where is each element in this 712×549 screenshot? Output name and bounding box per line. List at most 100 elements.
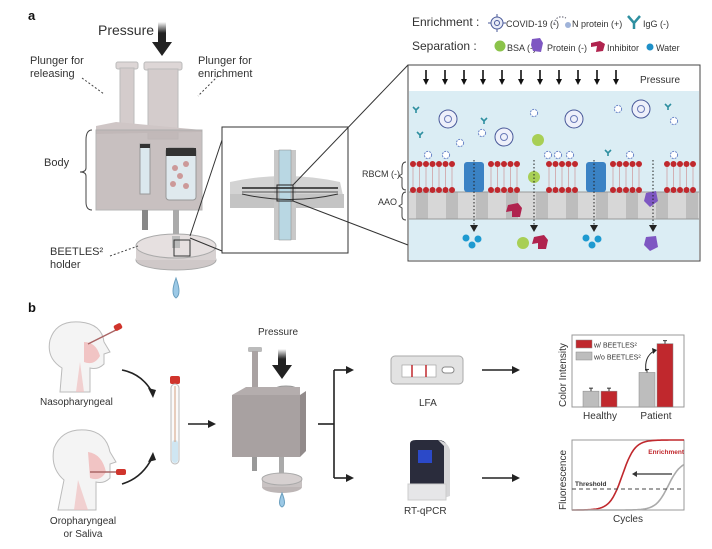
lipid-head [623, 187, 629, 193]
nasopharyngeal-label: Nasopharyngeal [40, 397, 113, 408]
lipid-head [572, 187, 578, 193]
pressure-arrow-a [152, 22, 172, 56]
protein-in-aao [644, 191, 658, 207]
covid-icon [488, 14, 506, 32]
plunger-releasing-line1: Plunger for [30, 55, 84, 67]
lipid-head [416, 161, 423, 167]
lipid-head [410, 161, 416, 167]
lipid-head [670, 187, 677, 193]
plunger-releasing-line2: releasing [30, 68, 75, 80]
channel [278, 149, 292, 241]
legend-protein: Protein (-) [547, 43, 588, 53]
igg-antibody [664, 103, 672, 110]
leader-line-releasing [81, 77, 105, 95]
pressure-arrow [575, 79, 581, 85]
lipid-head [565, 187, 572, 193]
lipid-head [501, 161, 507, 167]
lipid-head [546, 161, 552, 167]
enrichment-label: Enrichment [648, 449, 685, 456]
rbcm-label: RBCM (-) [362, 169, 400, 179]
device-a [79, 61, 219, 299]
pressure-arrow [594, 79, 600, 85]
inhibitor-in-aao [506, 203, 522, 217]
body-brace [79, 129, 93, 211]
bsa-icon [494, 40, 506, 52]
qpcr-chart-frame [571, 439, 685, 511]
pressure-arrows [423, 70, 619, 85]
leader-line-enrichment [197, 75, 219, 97]
lipid-head [565, 161, 572, 167]
pressure-arrow [499, 79, 505, 85]
igg-antibody [604, 149, 612, 156]
lfa-label: LFA [419, 398, 437, 409]
legend-covid: COVID-19 (-) [506, 19, 560, 29]
lipid-head [616, 187, 623, 193]
oropharyngeal-line1: Oropharyngeal [49, 516, 117, 527]
lipid-head [514, 161, 520, 167]
lipid-head [610, 161, 616, 167]
panel-a-letter: a [28, 8, 36, 23]
pressure-arrow [613, 79, 619, 85]
lipid-head [629, 161, 636, 167]
n-protein [669, 150, 679, 160]
inhibitor-icon [591, 41, 605, 52]
plunger-enrichment-label: Plunger for enrichment [198, 55, 252, 81]
covid-virus [438, 109, 458, 129]
igg-antibody [480, 117, 488, 124]
water-output-2 [582, 234, 602, 249]
n-protein [529, 108, 539, 118]
bar-1-1 [656, 343, 674, 408]
stem-left [142, 210, 148, 230]
covid-virus [564, 109, 584, 129]
lipid-head [664, 161, 670, 167]
bar-annotation-arrow [645, 350, 655, 372]
rtqpcr-label: RT-qPCR [404, 506, 447, 517]
enrichment-legend-title: Enrichment : [412, 15, 480, 29]
membrane-detail: Pressure [407, 64, 701, 262]
covid-virus [494, 127, 514, 147]
separation-legend-title: Separation : [412, 39, 477, 53]
pressure-arrow [518, 79, 524, 85]
pressure-arrow [423, 79, 429, 85]
channel-protein-1 [464, 162, 484, 192]
lipid-head [552, 161, 559, 167]
rtqpcr-machine [407, 440, 450, 501]
pressure-arrow [442, 79, 448, 85]
plunger-releasing-shaft [119, 67, 135, 129]
drop-icon-b [279, 491, 285, 508]
lipid-head [559, 161, 565, 167]
lipid-head [546, 187, 552, 193]
detail-braces [398, 161, 407, 221]
qpcr-chart-ylabel: Fluorescence [558, 450, 569, 510]
pressure-arrow [537, 79, 543, 85]
arrow-tube-to-device [188, 420, 216, 428]
qpcr-curve-1 [572, 463, 685, 511]
lipid-head [610, 187, 616, 193]
lipid-head [514, 187, 520, 193]
n-protein [553, 150, 563, 160]
lipid-head [559, 187, 565, 193]
tube-left [139, 143, 151, 195]
arrow-pcr-to-chart [482, 474, 520, 482]
holder-zoom-box [173, 239, 191, 257]
bar-chart-category-label: Patient [640, 411, 671, 422]
zoom-line-lower-left [189, 237, 223, 252]
bar-chart-category-label: Healthy [583, 411, 617, 422]
lipid-head [488, 187, 494, 193]
zoom-line-upper-left [189, 139, 223, 237]
bar-0-1 [638, 372, 656, 408]
n-protein [613, 104, 623, 114]
lipid-head [488, 161, 494, 167]
legend-bsa: BSA (-) [507, 43, 537, 53]
head-oropharyngeal [52, 429, 126, 511]
legend-water: Water [656, 43, 680, 53]
threshold-label: Threshold [575, 481, 606, 488]
n-protein [625, 150, 635, 160]
holder-crosssection [189, 64, 409, 254]
rbcm-layer [410, 161, 696, 193]
n-protein [423, 150, 433, 160]
igg-icon [627, 15, 641, 29]
water-icon [646, 43, 654, 51]
lipid-head [552, 187, 559, 193]
